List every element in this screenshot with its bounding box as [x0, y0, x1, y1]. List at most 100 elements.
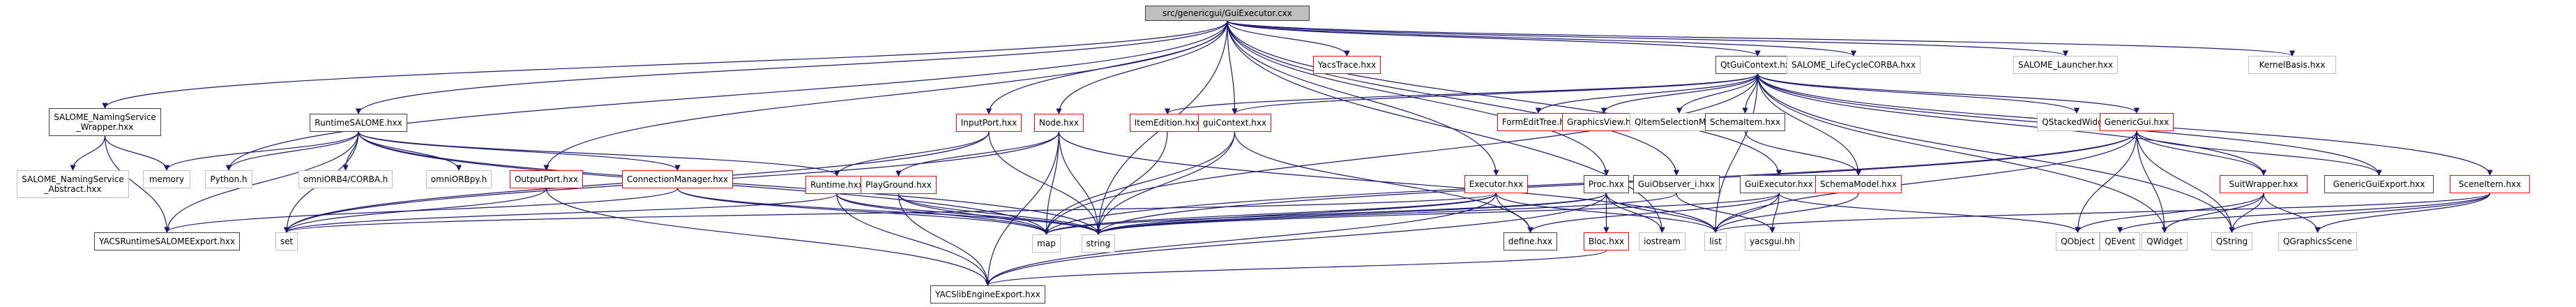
node-sceneitem[interactable]: SceneItem.hxx — [2450, 175, 2530, 193]
edge-guicontext-to-map — [1043, 131, 1236, 235]
edge-root-to-yacstrace — [1227, 20, 1350, 57]
edge-rtsalome-to-connmgr — [358, 131, 681, 171]
node-nsw[interactable]: SALOME_NamingService _Wrapper.hxx — [49, 108, 161, 136]
edge-suitwrap-to-qobject — [2075, 193, 2264, 233]
node-proc[interactable]: Proc.hxx — [1584, 175, 1629, 193]
node-itemedition[interactable]: ItemEdition.hxx — [1130, 114, 1205, 132]
node-launcher[interactable]: SALOME_Launcher.hxx — [2013, 56, 2118, 74]
node-outputport[interactable]: OutputPort.hxx — [510, 170, 583, 188]
edge-root-to-node — [1056, 20, 1228, 114]
node-define[interactable]: define.hxx — [1503, 232, 1557, 250]
edge-sceneitem-to-qevent — [2116, 193, 2491, 233]
edge-node-to-yleexport — [985, 131, 1060, 286]
node-omniorb4[interactable]: omniORB4/CORBA.h — [298, 170, 393, 188]
edge-executor-to-set — [284, 193, 1497, 233]
edge-guiexec-to-string — [1096, 193, 1780, 235]
node-node[interactable]: Node.hxx — [1034, 114, 1084, 132]
node-yleexport[interactable]: YACSlibEngineExport.hxx — [930, 285, 1045, 304]
edge-bloc-to-yleexport — [985, 250, 1607, 286]
node-schemamodel[interactable]: SchemaModel.hxx — [1815, 175, 1902, 193]
edge-guiexec-to-qobject — [1778, 193, 2081, 233]
node-qwidget[interactable]: QWidget — [2142, 232, 2188, 250]
node-iostream[interactable]: iostream — [1639, 232, 1685, 250]
edge-playground-to-map — [897, 193, 1050, 235]
edge-genericgui-to-qobject — [2075, 130, 2137, 233]
node-qtguictx[interactable]: QtGuiContext.hxx — [1715, 56, 1800, 74]
edge-sceneitem-to-qgscene — [2314, 193, 2491, 233]
node-root[interactable]: src/genericgui/GuiExecutor.cxx — [1145, 6, 1310, 21]
edge-rtsalome-to-pythonh — [225, 131, 359, 171]
node-nsa[interactable]: SALOME_NamingService _Abstract.hxx — [17, 170, 129, 198]
edge-genericgui-to-qwidget — [2136, 130, 2168, 233]
node-playground[interactable]: PlayGround.hxx — [861, 176, 937, 194]
edge-inputport-to-runtime — [833, 131, 990, 177]
edge-root-to-outputport — [543, 20, 1228, 171]
node-connmgr[interactable]: ConnectionManager.hxx — [622, 170, 733, 188]
node-qobject[interactable]: QObject — [2056, 232, 2100, 250]
node-guiobs[interactable]: GuiObserver_i.hxx — [1633, 175, 1720, 193]
node-memory[interactable]: memory — [143, 170, 190, 188]
edge-qtguictx-to-guicontext — [1232, 73, 1759, 114]
node-genericgui[interactable]: GenericGui.hxx — [2100, 113, 2174, 131]
edge-executor-to-map — [1043, 193, 1497, 235]
node-list[interactable]: list — [1704, 232, 1727, 250]
edge-root-to-inputport — [985, 20, 1228, 114]
node-qevent[interactable]: QEvent — [2100, 232, 2140, 250]
edge-root-to-guiexec — [1227, 20, 1782, 176]
node-string[interactable]: string — [1082, 234, 1115, 253]
edge-executor-to-yleexport — [985, 193, 1497, 286]
edge-qtguictx-to-qwidget — [1757, 73, 2168, 233]
node-kernelbasis[interactable]: KernelBasis.hxx — [2248, 56, 2336, 74]
node-inputport[interactable]: InputPort.hxx — [956, 114, 1022, 132]
edge-suitwrap-to-qwidget — [2161, 193, 2264, 233]
edge-guiexec-to-yacsgui — [1769, 193, 1780, 233]
edge-proc-to-string — [1095, 193, 1607, 235]
edge-nsw-to-memory — [104, 135, 170, 171]
edge-root-to-launcher — [1227, 20, 2068, 57]
edge-root-to-pythonh — [225, 20, 1228, 171]
node-yrsexport[interactable]: YACSRuntimeSALOMEExport.hxx — [94, 232, 240, 250]
node-guicontext[interactable]: guiContext.hxx — [1198, 114, 1271, 132]
edge-rtsalome-to-runtime — [358, 131, 840, 177]
node-rtsalome[interactable]: RuntimeSALOME.hxx — [310, 114, 407, 132]
node-lifecycle[interactable]: SALOME_LifeCycleCORBA.hxx — [1787, 56, 1920, 74]
node-qstring[interactable]: QString — [2211, 232, 2252, 250]
edge-qtguictx-to-qitemsel — [1676, 73, 1759, 114]
node-omniorbpy[interactable]: omniORBpy.h — [426, 170, 492, 188]
edge-suitwrap-to-qgscene — [2263, 193, 2321, 233]
edge-genericgui-to-suitwrap — [2136, 130, 2267, 176]
edge-root-to-guicontext — [1227, 20, 1238, 114]
edge-root-to-lifecycle — [1227, 20, 1856, 57]
node-schemaitem[interactable]: SchemaItem.hxx — [1705, 113, 1785, 131]
node-executor[interactable]: Executor.hxx — [1464, 175, 1528, 193]
edge-nsw-to-yrsexport — [104, 135, 170, 233]
node-pythonh[interactable]: Python.h — [205, 170, 252, 188]
node-qgscene[interactable]: QGraphicsScene — [2278, 232, 2357, 250]
edge-playground-to-yleexport — [897, 193, 991, 286]
edge-sceneitem-to-qstring — [2229, 193, 2491, 233]
edge-qtguictx-to-suitwrap — [1757, 73, 2267, 176]
edge-genericgui-to-list — [1712, 130, 2137, 233]
node-bloc[interactable]: Bloc.hxx — [1584, 232, 1629, 250]
node-yacsgui[interactable]: yacsgui.hh — [1745, 232, 1800, 250]
edge-guicontext-to-define — [1234, 131, 1533, 233]
edge-guiexec-to-define — [1527, 193, 1780, 233]
node-map[interactable]: map — [1032, 234, 1061, 253]
edge-suitwrap-to-qstring — [2229, 193, 2264, 233]
edge-runtime-to-map — [836, 193, 1050, 235]
edge-executor-to-string — [1095, 193, 1497, 235]
edge-executor-to-define — [1495, 193, 1533, 233]
node-guiexec[interactable]: GuiExecutor.hxx — [1740, 175, 1818, 193]
edge-itemedition-to-string — [1095, 131, 1168, 235]
edge-root-to-qtguictx — [1227, 20, 1761, 57]
node-ggexport[interactable]: GenericGuiExport.hxx — [2324, 175, 2434, 193]
edge-proc-to-yleexport — [985, 193, 1607, 286]
node-yacstrace[interactable]: YacsTrace.hxx — [1313, 56, 1381, 74]
node-runtime[interactable]: Runtime.hxx — [805, 176, 868, 194]
node-suitwrap[interactable]: SuitWrapper.hxx — [2220, 175, 2308, 193]
edge-schemaitem-to-schemamodel — [1744, 130, 1862, 176]
node-set[interactable]: set — [275, 232, 298, 250]
edge-root-to-proc — [1227, 20, 1609, 176]
